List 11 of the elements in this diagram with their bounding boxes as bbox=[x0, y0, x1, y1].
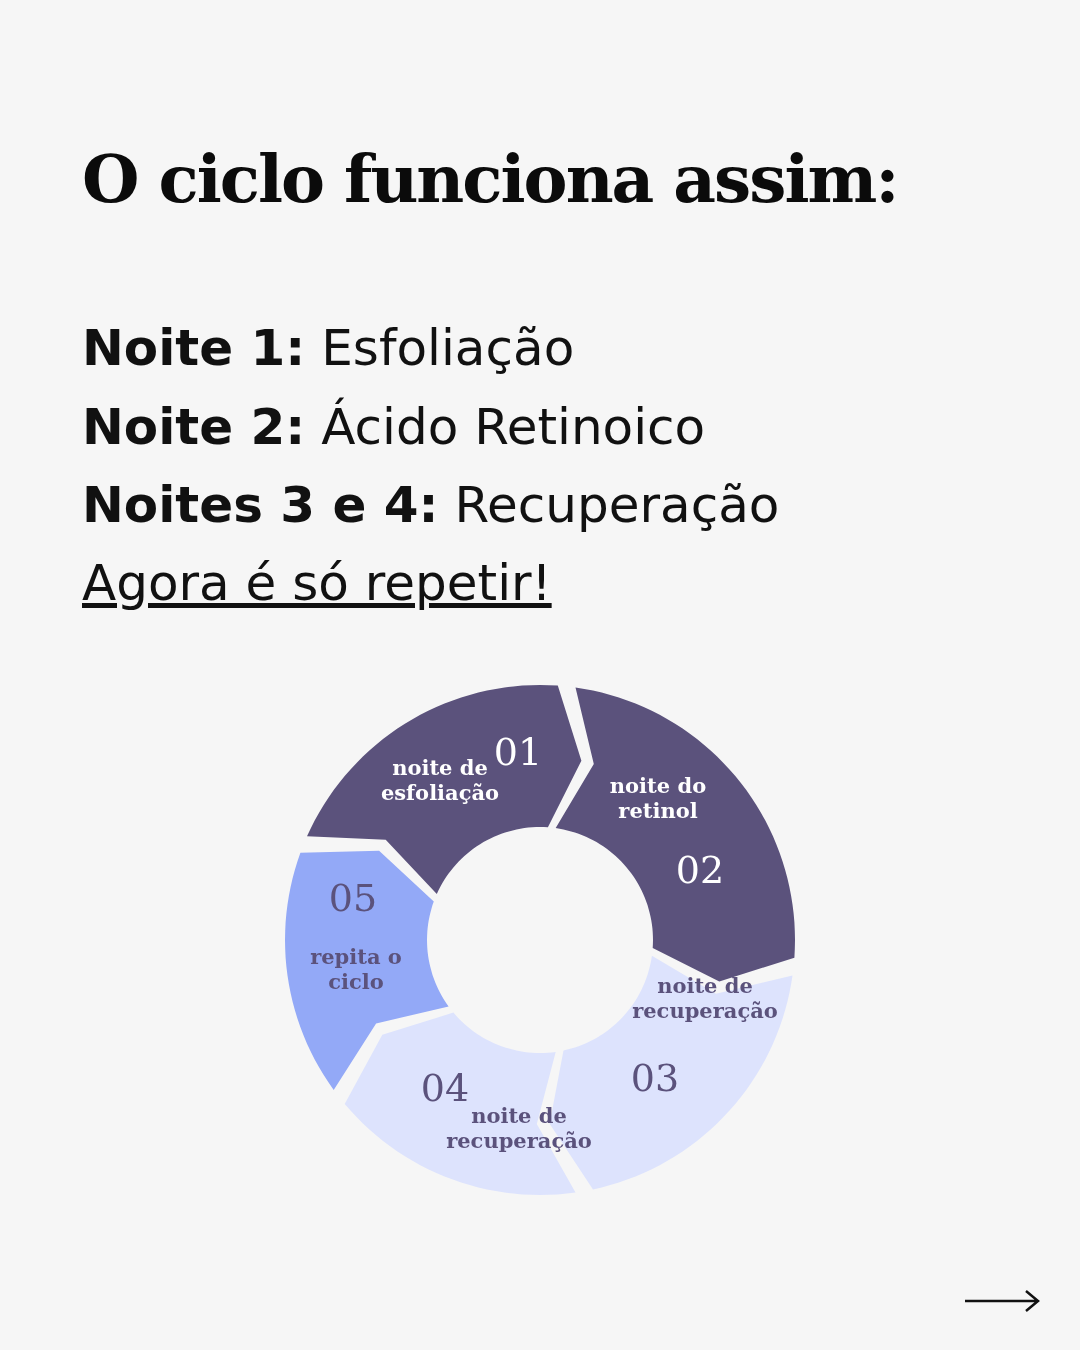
step-number: 05 bbox=[328, 876, 378, 920]
step-number: 02 bbox=[675, 848, 725, 892]
step-description: Noite 1: Esfoliação bbox=[82, 318, 575, 378]
step-description: Noite 2: Ácido Retinoico bbox=[82, 397, 706, 457]
step-label: repita o ciclo bbox=[309, 944, 403, 994]
step-number: 03 bbox=[630, 1056, 680, 1100]
step-label: noite do retinol bbox=[608, 773, 708, 823]
underlined-note: Agora é só repetir! bbox=[82, 553, 552, 613]
step-label: noite de recuperação bbox=[631, 973, 779, 1023]
heading: O ciclo funciona assim: bbox=[82, 140, 898, 218]
step-description: Noites 3 e 4: Recuperação bbox=[82, 475, 780, 535]
